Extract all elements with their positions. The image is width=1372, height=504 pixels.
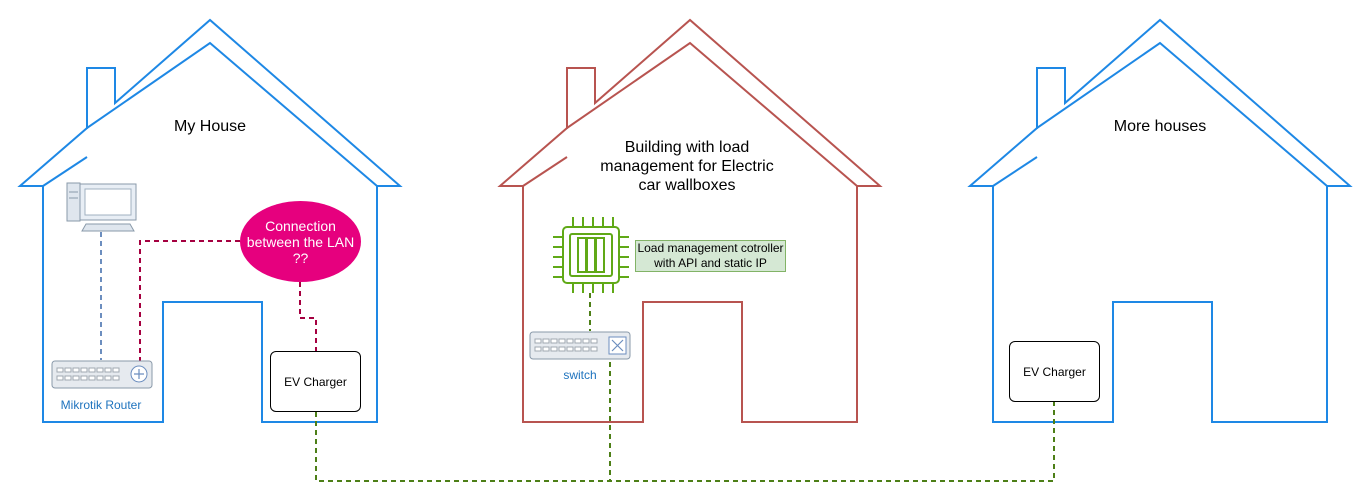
- processor-chip-icon: [553, 217, 629, 293]
- router-label: Mikrotik Router: [60, 398, 142, 412]
- router-icon: [51, 360, 153, 389]
- cloud-line: Connection: [265, 217, 336, 234]
- cloud-line: ??: [292, 249, 309, 266]
- ev-charger-right: EV Charger: [1009, 341, 1100, 402]
- lan-connection-cloud: Connection between the LAN ??: [240, 201, 361, 282]
- house-left-title: My House: [173, 118, 247, 135]
- house-right-title: More houses: [1113, 118, 1207, 135]
- house-middle-title: Building with load management for Electr…: [580, 138, 794, 195]
- link-router-cloud-charger: [139, 240, 240, 362]
- link-lan-green: [315, 401, 1055, 482]
- house-middle-title-line: car wallboxes: [638, 177, 736, 194]
- ev-charger-left: EV Charger: [270, 351, 361, 412]
- house-middle-outline: [497, 18, 883, 423]
- switch-label: switch: [563, 368, 597, 382]
- controller-note-line: Load management cotroller: [637, 241, 784, 255]
- house-middle-title-line: Building with load: [624, 139, 750, 156]
- controller-note-line: with API and static IP: [654, 256, 767, 270]
- desktop-computer-icon: [66, 182, 137, 232]
- house-middle-title-line: management for Electric: [600, 158, 774, 175]
- switch-icon: [529, 331, 631, 360]
- controller-note: Load management cotroller with API and s…: [635, 240, 786, 272]
- house-right-outline: [967, 18, 1353, 423]
- cloud-line: between the LAN: [246, 233, 355, 250]
- house-left-outline: [17, 18, 403, 423]
